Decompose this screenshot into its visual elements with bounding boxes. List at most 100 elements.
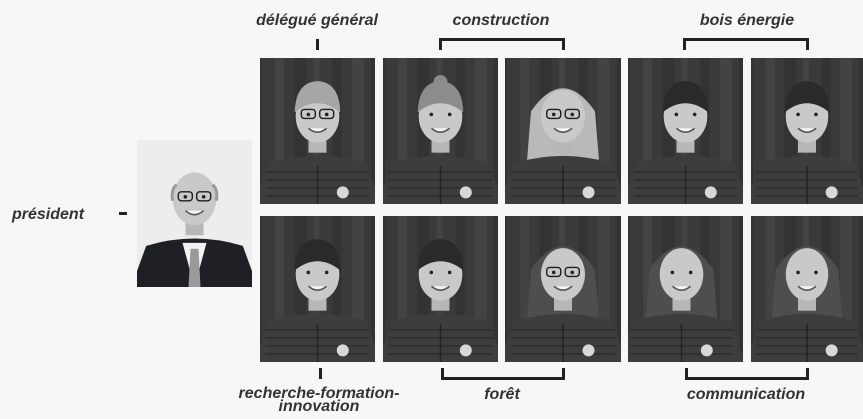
portrait-communication-1 [628, 216, 743, 362]
hair [170, 183, 219, 202]
portrait-communication-2 [751, 216, 863, 362]
tree-trunk [455, 216, 465, 362]
label-president: président [12, 206, 85, 223]
jacket-logo [704, 186, 717, 199]
portrait-delegue-general [260, 58, 375, 204]
smile [430, 127, 451, 133]
smile [797, 127, 817, 133]
hair [294, 239, 341, 271]
tree-trunk [859, 216, 863, 362]
tree-trunk [275, 216, 285, 362]
eye [447, 112, 452, 117]
hair [417, 239, 464, 271]
eye [570, 270, 575, 275]
tree-trunk [260, 58, 262, 204]
tree-trunk [643, 216, 653, 362]
label-communication: communication [686, 386, 806, 403]
label-delegue-general: délégué général [256, 12, 378, 29]
tree-trunk [739, 58, 743, 204]
tree-trunk [455, 58, 465, 204]
construction-bracket [439, 38, 565, 50]
tree-trunk [398, 58, 408, 204]
hair [294, 81, 341, 113]
tree-trunk [505, 58, 507, 204]
eye [551, 270, 556, 275]
smile [307, 285, 328, 291]
label-recherche: recherche-formation- innovation [238, 385, 400, 415]
smile [553, 285, 573, 291]
portrait-bois-energie-1 [628, 58, 743, 204]
face [785, 248, 829, 301]
communication-bracket [685, 368, 809, 380]
eye [796, 112, 800, 117]
tree-trunk [739, 216, 743, 362]
tree-trunk [398, 216, 408, 362]
president-dash [119, 212, 127, 215]
tree-trunk [751, 58, 753, 204]
face [540, 248, 586, 301]
tree-trunk [275, 58, 285, 204]
tree-trunk [494, 58, 498, 204]
jacket-logo [582, 344, 595, 357]
eye [201, 195, 206, 199]
label-foret: forêt [484, 386, 520, 403]
tree-trunk [821, 58, 831, 204]
eye [570, 112, 575, 117]
eye [447, 270, 452, 275]
smile [184, 210, 205, 216]
eye [814, 270, 818, 275]
tree-trunk [505, 216, 507, 362]
delegue-tick [316, 39, 319, 50]
eye [814, 112, 818, 117]
tree-trunk [383, 216, 385, 362]
glasses [195, 191, 212, 202]
label-construction: construction [452, 12, 550, 29]
bois-energie-bracket [683, 38, 809, 50]
glasses [177, 191, 194, 202]
portrait-construction-1 [383, 58, 498, 204]
portrait-president [137, 140, 252, 287]
tree-trunk [765, 58, 775, 204]
portrait-foret-1 [383, 216, 498, 362]
tree-trunk [332, 58, 342, 204]
smile [307, 127, 328, 133]
eye [796, 270, 800, 275]
hair-bun [433, 75, 448, 90]
tree-trunk [371, 58, 375, 204]
tree-trunk [520, 216, 530, 362]
jacket-logo [336, 186, 349, 199]
face [540, 90, 586, 143]
smile [553, 127, 573, 133]
jacket-logo [459, 344, 472, 357]
jacket-logo [582, 186, 595, 199]
tree-trunk [332, 216, 342, 362]
glasses [546, 266, 562, 278]
tree-trunk [617, 216, 621, 362]
tree-trunk [859, 58, 863, 204]
glasses [546, 108, 562, 120]
tree-trunk [765, 216, 775, 362]
face [172, 172, 217, 226]
eye [692, 112, 697, 117]
eye [429, 270, 434, 275]
eye [674, 112, 679, 117]
hair [784, 81, 830, 113]
eye [324, 270, 329, 275]
face [659, 248, 704, 301]
glasses [300, 108, 317, 120]
hair [417, 81, 464, 113]
portrait-bois-energie-2 [751, 58, 863, 204]
jacket-logo [825, 344, 838, 357]
eye [551, 112, 556, 117]
tree-trunk [371, 216, 375, 362]
portrait-recherche [260, 216, 375, 362]
recherche-tick [319, 368, 322, 379]
eye [429, 112, 434, 117]
smile [430, 285, 451, 291]
smile [671, 285, 692, 291]
tree-trunk [628, 216, 630, 362]
eye [306, 112, 311, 117]
hair [662, 81, 709, 113]
eye [183, 195, 188, 199]
tree-trunk [383, 58, 385, 204]
